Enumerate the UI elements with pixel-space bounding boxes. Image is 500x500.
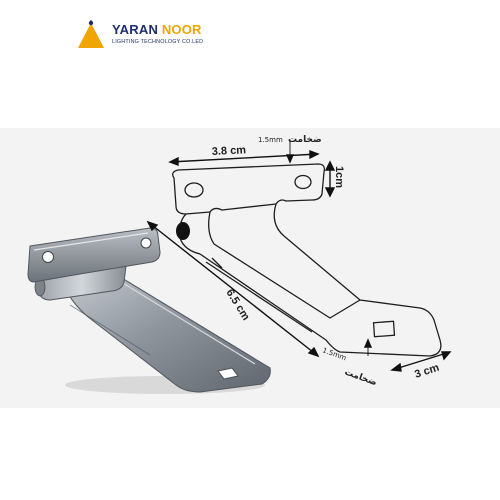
brand-name-part1: YARAN — [112, 22, 162, 37]
thickness-top-value: 1.5mm — [258, 136, 283, 144]
brand-tagline: LIGHTING TECHNOLOGY CO.LED — [112, 39, 204, 45]
hinge-sketch — [172, 163, 442, 357]
brand-logo: YARAN NOOR LIGHTING TECHNOLOGY CO.LED — [76, 18, 256, 52]
lamp-icon — [78, 20, 104, 48]
dim-width-top: 3.8 cm — [212, 144, 247, 158]
pivot-knob — [176, 222, 190, 240]
hinge-photo — [27, 227, 271, 394]
dimension-lines — [146, 140, 452, 372]
brand-name-part2: NOOR — [161, 22, 202, 37]
thickness-top-label: ضخامت — [288, 135, 322, 145]
dim-height-tab: 1cm — [333, 166, 345, 188]
brand-name: YARAN NOOR — [112, 22, 202, 37]
